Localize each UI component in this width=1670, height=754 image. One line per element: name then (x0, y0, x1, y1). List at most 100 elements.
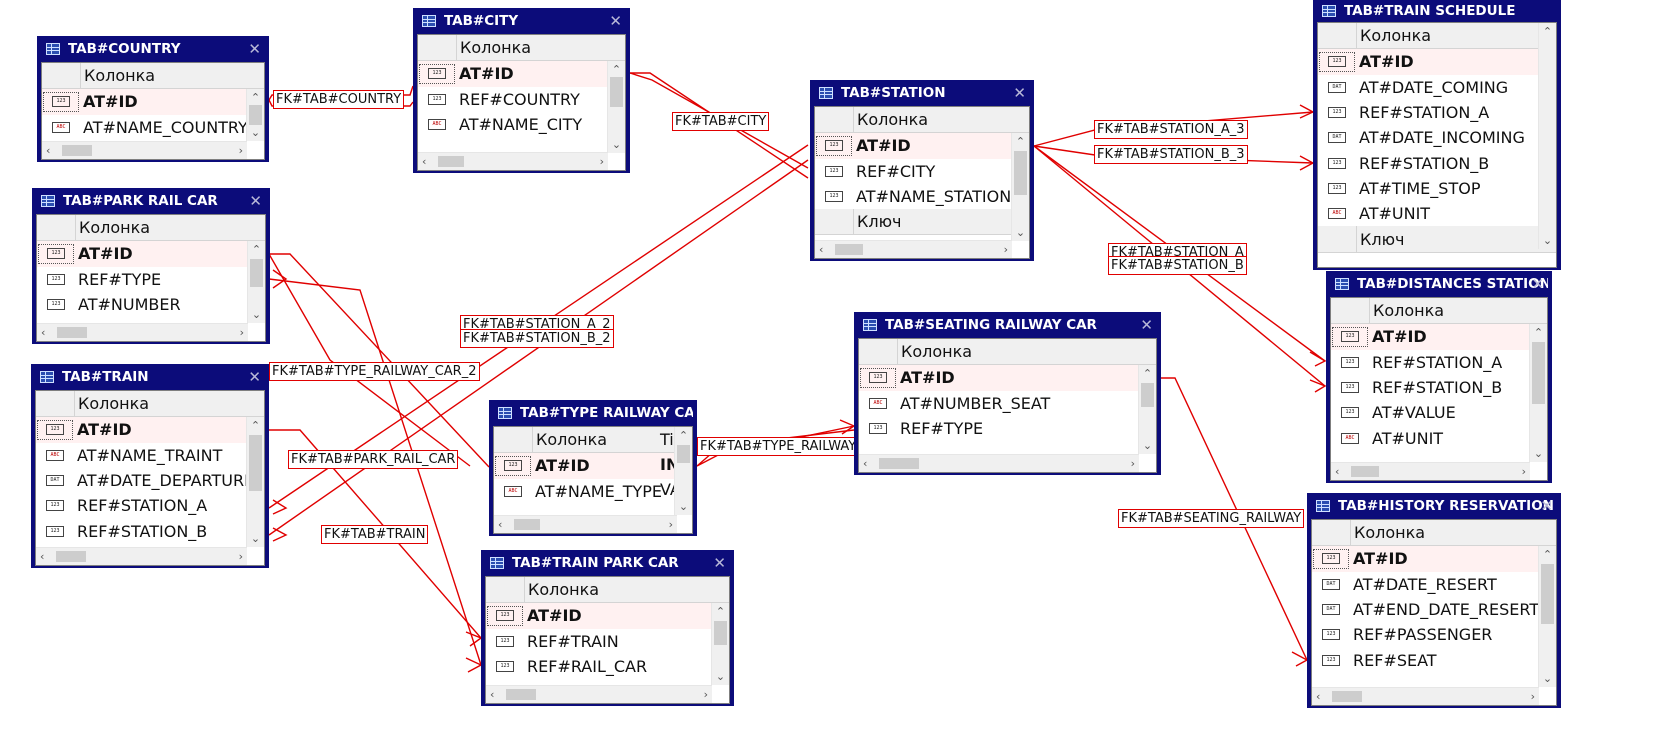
vertical-scrollbar[interactable]: ⌃⌄ (674, 427, 692, 515)
scroll-thumb[interactable] (438, 156, 464, 167)
scroll-down-icon[interactable]: ⌄ (611, 138, 622, 151)
scroll-thumb[interactable] (56, 551, 86, 562)
scroll-down-icon[interactable]: ⌄ (1533, 447, 1544, 460)
scroll-up-icon[interactable]: ⌃ (250, 91, 261, 104)
relation-line[interactable] (465, 631, 483, 647)
vertical-scrollbar[interactable]: ⌃⌄ (1538, 23, 1556, 249)
scroll-down-icon[interactable]: ⌄ (251, 308, 262, 321)
horizontal-scrollbar[interactable]: ‹› (42, 141, 247, 159)
relation-label[interactable]: FK#TAB#TYPE_RAILWAY_CAR_2 (269, 362, 480, 381)
table-title-bar[interactable]: TAB#CITY ✕ (417, 8, 626, 34)
relation-line[interactable] (269, 253, 490, 468)
scroll-left-icon[interactable]: ‹ (1316, 690, 1321, 703)
horizontal-scrollbar[interactable]: ‹› (1331, 462, 1530, 480)
close-icon[interactable]: ✕ (1013, 84, 1026, 102)
scroll-thumb[interactable] (1332, 691, 1362, 702)
horizontal-scrollbar[interactable]: ‹› (1312, 687, 1539, 705)
horizontal-scrollbar[interactable]: ‹› (486, 685, 712, 703)
relation-label[interactable]: FK#TAB#STATION_A_3 (1094, 120, 1248, 139)
scroll-left-icon[interactable]: ‹ (422, 155, 427, 168)
scroll-down-icon[interactable]: ⌄ (1542, 234, 1553, 247)
table-title-bar[interactable]: TAB#SEATING RAILWAY CAR ✕ (858, 312, 1157, 338)
vertical-scrollbar[interactable]: ⌃⌄ (246, 89, 264, 141)
scroll-thumb[interactable] (1532, 342, 1545, 404)
vertical-scrollbar[interactable]: ⌃⌄ (1529, 324, 1547, 462)
scroll-thumb[interactable] (1351, 466, 1379, 477)
scroll-up-icon[interactable]: ⌃ (1542, 25, 1553, 38)
close-icon[interactable]: ✕ (1540, 497, 1553, 515)
table-title-bar[interactable]: TAB#TRAIN SCHEDULE (1317, 0, 1557, 22)
scroll-left-icon[interactable]: ‹ (46, 144, 51, 157)
scroll-right-icon[interactable]: › (1130, 457, 1135, 470)
scroll-thumb[interactable] (677, 445, 690, 463)
scroll-up-icon[interactable]: ⌃ (250, 419, 261, 432)
horizontal-scrollbar[interactable]: ‹› (815, 240, 1012, 258)
scroll-left-icon[interactable]: ‹ (498, 518, 503, 531)
table-title-bar[interactable]: TAB#HISTORY RESERVATION ✕ (1311, 493, 1557, 519)
horizontal-scrollbar[interactable]: ‹› (418, 152, 608, 170)
relation-label[interactable]: FK#TAB#PARK_RAIL_CAR (288, 450, 459, 469)
scroll-right-icon[interactable]: › (599, 155, 604, 168)
scroll-down-icon[interactable]: ⌄ (678, 500, 689, 513)
relation-line[interactable] (272, 269, 288, 289)
relation-label[interactable]: FK#TAB#CITY (672, 112, 770, 131)
scroll-right-icon[interactable]: › (668, 518, 673, 531)
vertical-scrollbar[interactable]: ⌃⌄ (246, 417, 264, 547)
horizontal-scrollbar[interactable]: ‹› (494, 515, 677, 533)
relation-label[interactable]: FK#TAB#TRAIN (321, 525, 429, 544)
scroll-right-icon[interactable]: › (239, 326, 244, 339)
scroll-thumb[interactable] (879, 458, 919, 469)
scroll-right-icon[interactable]: › (703, 688, 708, 701)
vertical-scrollbar[interactable]: ⌃⌄ (247, 241, 265, 323)
scroll-down-icon[interactable]: ⌄ (250, 126, 261, 139)
scroll-up-icon[interactable]: ⌃ (1542, 548, 1553, 561)
relation-line[interactable] (272, 527, 288, 542)
relation-line[interactable] (269, 429, 482, 639)
scroll-up-icon[interactable]: ⌃ (1142, 367, 1153, 380)
relation-label[interactable]: FK#TAB#SEATING_RAILWAY (1118, 509, 1305, 528)
scroll-down-icon[interactable]: ⌄ (1142, 439, 1153, 452)
scroll-thumb[interactable] (250, 259, 263, 287)
relation-line[interactable] (1309, 379, 1327, 393)
scroll-left-icon[interactable]: ‹ (490, 688, 495, 701)
close-icon[interactable]: ✕ (249, 192, 262, 210)
close-icon[interactable]: ✕ (248, 40, 261, 58)
table-title-bar[interactable]: TAB#TRAIN ✕ (35, 364, 265, 390)
relation-label[interactable]: FK#TAB#STATION_B (1108, 256, 1247, 275)
scroll-right-icon[interactable]: › (238, 144, 243, 157)
relation-label[interactable]: FK#TAB#STATION_B_2 (460, 329, 614, 348)
relation-line[interactable] (1161, 377, 1308, 661)
scroll-left-icon[interactable]: ‹ (819, 243, 824, 256)
scroll-thumb[interactable] (249, 435, 262, 491)
